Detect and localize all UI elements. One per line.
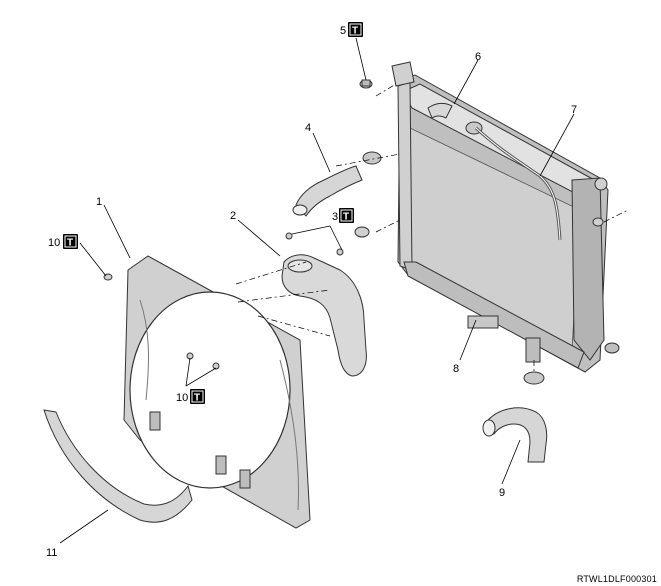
svg-text:T: T: [194, 393, 200, 404]
hose-clamp-upper: [362, 151, 382, 165]
svg-text:T: T: [343, 212, 349, 223]
svg-text:4: 4: [305, 122, 311, 134]
bolt-3: [354, 226, 370, 238]
radiator-upper-inlet: [427, 102, 453, 119]
radiator-top-bracket: [391, 61, 415, 87]
radiator-right-mount: [594, 177, 608, 191]
svg-text:T: T: [67, 238, 73, 249]
lower-radiator-hose: [487, 407, 548, 463]
callout-8: 8: [453, 363, 459, 375]
svg-text:T: T: [352, 26, 358, 37]
hose-clamp-lower: [523, 371, 545, 385]
assembly-lines: [235, 83, 629, 372]
callout-11: 11: [46, 547, 57, 559]
svg-text:10: 10: [176, 392, 188, 404]
torque-badge: [190, 389, 205, 404]
torque-badge: [339, 208, 354, 223]
callout-9: 9: [499, 487, 505, 499]
svg-text:11: 11: [46, 547, 57, 559]
svg-text:1: 1: [96, 196, 102, 208]
fan-shroud: [123, 255, 311, 529]
lower-shroud-band: [43, 409, 193, 523]
callout-10-left: 10 T: [48, 234, 78, 249]
radiator-side-tank: [571, 177, 605, 361]
radiator-lower-outlet: [525, 337, 541, 363]
coolant-reservoir: [281, 254, 367, 377]
grommet-lower-right: [604, 342, 620, 354]
bolt-right: [592, 217, 604, 227]
callout-2: 2: [230, 210, 236, 222]
shroud-opening: [129, 291, 291, 489]
svg-text:5: 5: [340, 25, 346, 37]
callout-6: 6: [475, 51, 481, 63]
svg-text:7: 7: [571, 104, 577, 116]
bolt-10-center-b: [212, 362, 220, 370]
torque-badge: [63, 234, 78, 249]
leader-lines: [59, 37, 575, 544]
bolt-5: [359, 79, 373, 89]
callout-4: 4: [305, 122, 311, 134]
callout-1: 1: [96, 196, 102, 208]
reservoir-cap: [287, 259, 313, 273]
document-code: RTWL1DLF000301: [576, 574, 657, 584]
torque-badge: [348, 22, 363, 37]
radiator-bracket: [467, 315, 499, 329]
svg-text:9: 9: [499, 487, 505, 499]
radiator-assembly: [391, 61, 609, 373]
callout-10-center: 10 T: [176, 389, 205, 404]
svg-text:6: 6: [475, 51, 481, 63]
callout-5: 5 T: [340, 22, 363, 37]
upper-radiator-hose: [295, 165, 363, 217]
callout-7: 7: [571, 104, 577, 116]
svg-text:2: 2: [230, 210, 236, 222]
callout-3: 3 T: [332, 208, 354, 223]
svg-text:10: 10: [48, 237, 60, 249]
radiator-left-post: [397, 81, 413, 271]
svg-text:3: 3: [332, 211, 338, 223]
svg-text:8: 8: [453, 363, 459, 375]
